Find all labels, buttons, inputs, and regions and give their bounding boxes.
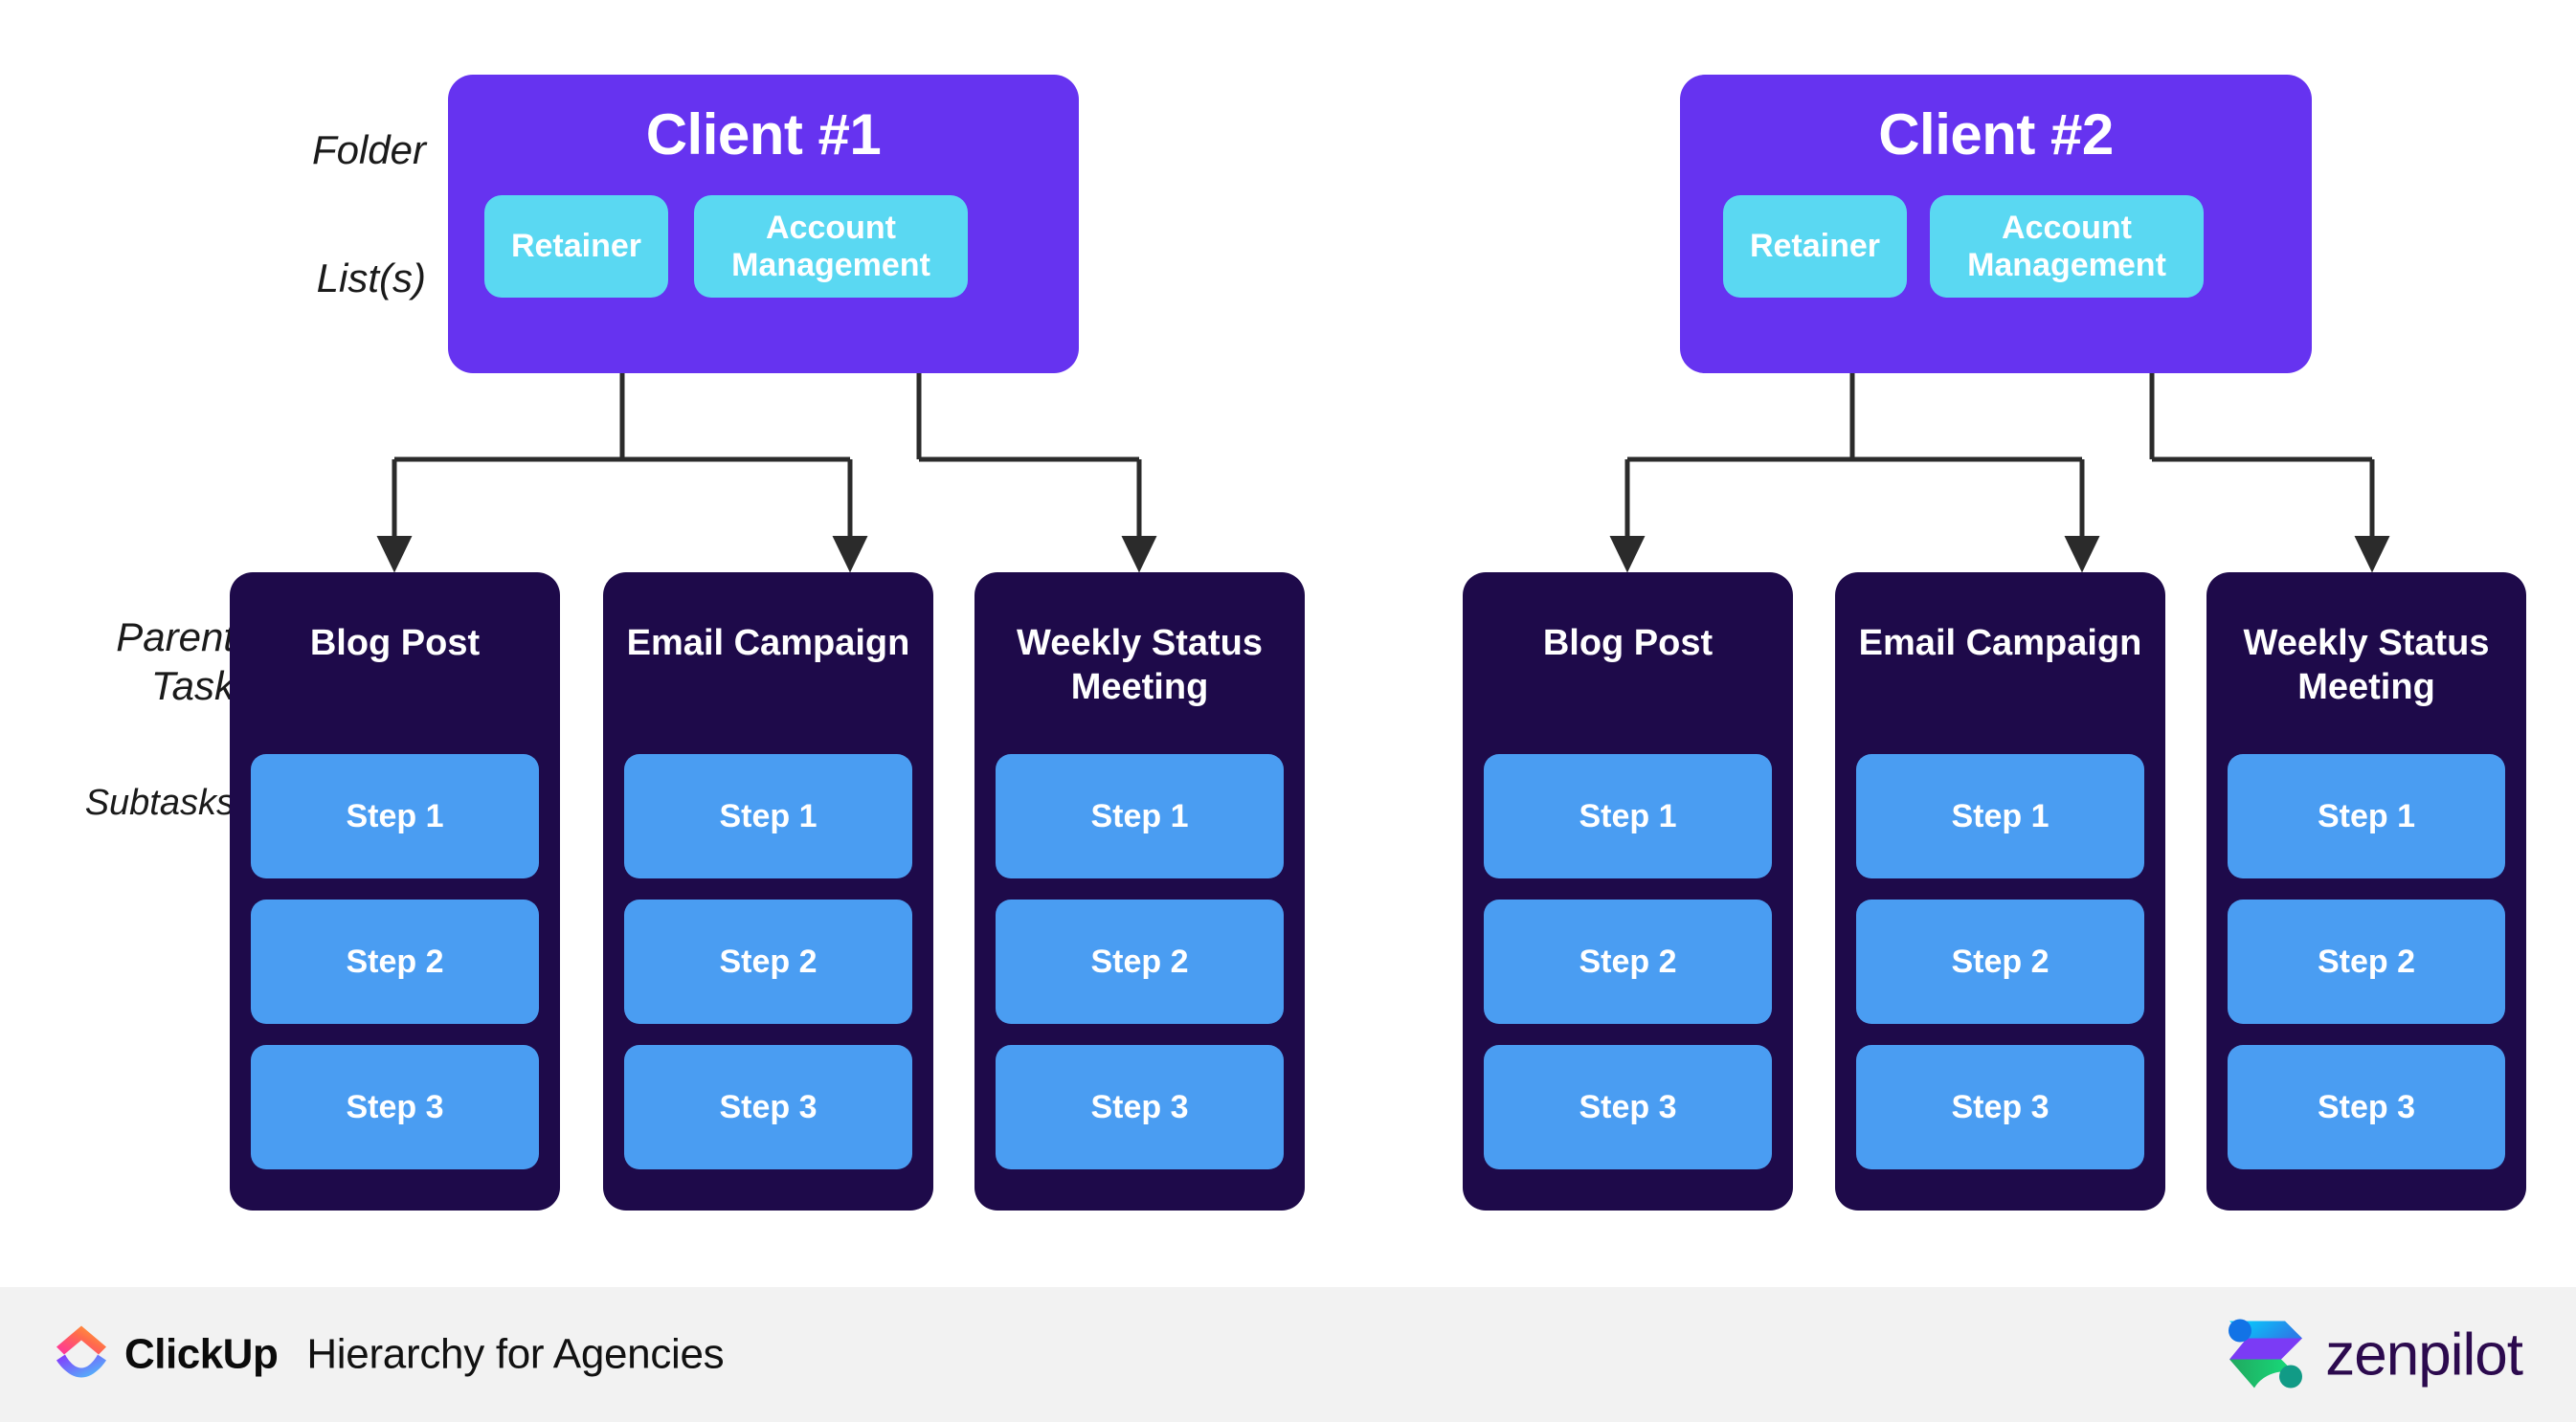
- footer-bar: ClickUp Hierarchy for Agencies: [0, 1287, 2576, 1422]
- task-title: Blog Post: [309, 623, 481, 663]
- folder-title-client-2: Client #2: [1878, 102, 2114, 167]
- subtask-chip[interactable]: Step 2: [2228, 900, 2505, 1024]
- task-card-email-campaign-client-2[interactable]: Email Campaign Step 1 Step 2 Step 3: [1835, 572, 2165, 1211]
- list-chip-retainer-client-1[interactable]: Retainer: [484, 195, 668, 298]
- axis-label-folder: Folder: [311, 127, 426, 172]
- folder-client-2[interactable]: Client #2 Retainer Account Management: [1680, 75, 2312, 373]
- subtask-chip[interactable]: Step 3: [2228, 1045, 2505, 1169]
- zenpilot-logo-icon: [2222, 1313, 2308, 1396]
- zenpilot-wordmark: zenpilot: [2325, 1322, 2523, 1388]
- subtask-chip[interactable]: Step 2: [624, 900, 912, 1024]
- task-card-weekly-status-meeting-client-1[interactable]: Weekly Status Meeting Step 1 Step 2 Step…: [974, 572, 1305, 1211]
- task-card-blog-post-client-2[interactable]: Blog Post Step 1 Step 2 Step 3: [1463, 572, 1793, 1211]
- task-card-blog-post-client-1[interactable]: Blog Post Step 1 Step 2 Step 3: [230, 572, 560, 1211]
- axis-label-parent-task: Parent Task: [116, 614, 235, 709]
- folder-title-client-1: Client #1: [645, 102, 882, 167]
- subtask-chip[interactable]: Step 2: [1856, 900, 2144, 1024]
- task-title: Email Campaign: [626, 623, 910, 663]
- subtask-chip[interactable]: Step 3: [624, 1045, 912, 1169]
- axis-label-subtasks: Subtasks: [84, 783, 235, 823]
- subtask-chip[interactable]: Step 1: [1484, 754, 1772, 878]
- task-title: Weekly Status Meeting: [2243, 623, 2490, 707]
- folder-client-1[interactable]: Client #1 Retainer Account Management: [448, 75, 1079, 373]
- list-chip-retainer-client-2[interactable]: Retainer: [1723, 195, 1907, 298]
- task-card-weekly-status-meeting-client-2[interactable]: Weekly Status Meeting Step 1 Step 2 Step…: [2206, 572, 2526, 1211]
- subtask-chip[interactable]: Step 2: [251, 900, 539, 1024]
- task-title: Email Campaign: [1858, 623, 2142, 663]
- clickup-branding: ClickUp Hierarchy for Agencies: [54, 1322, 725, 1388]
- subtask-chip[interactable]: Step 1: [624, 754, 912, 878]
- subtask-chip[interactable]: Step 1: [2228, 754, 2505, 878]
- subtask-chip[interactable]: Step 1: [996, 754, 1284, 878]
- task-title: Weekly Status Meeting: [1017, 623, 1263, 707]
- subtask-chip[interactable]: Step 3: [1856, 1045, 2144, 1169]
- clickup-wordmark: ClickUp: [124, 1330, 279, 1378]
- list-chip-account-management-client-2[interactable]: Account Management: [1930, 195, 2204, 298]
- subtask-chip[interactable]: Step 2: [996, 900, 1284, 1024]
- subtask-chip[interactable]: Step 3: [996, 1045, 1284, 1169]
- task-title: Blog Post: [1542, 623, 1714, 663]
- subtask-chip[interactable]: Step 3: [251, 1045, 539, 1169]
- subtask-chip[interactable]: Step 3: [1484, 1045, 1772, 1169]
- list-chip-account-management-client-1[interactable]: Account Management: [694, 195, 968, 298]
- zenpilot-branding: zenpilot: [2222, 1313, 2523, 1396]
- subtask-chip[interactable]: Step 2: [1484, 900, 1772, 1024]
- subtask-chip[interactable]: Step 1: [1856, 754, 2144, 878]
- clickup-logo-icon: [54, 1322, 109, 1388]
- axis-label-lists: List(s): [316, 256, 426, 300]
- task-card-email-campaign-client-1[interactable]: Email Campaign Step 1 Step 2 Step 3: [603, 572, 933, 1211]
- footer-caption: Hierarchy for Agencies: [306, 1330, 725, 1378]
- subtask-chip[interactable]: Step 1: [251, 754, 539, 878]
